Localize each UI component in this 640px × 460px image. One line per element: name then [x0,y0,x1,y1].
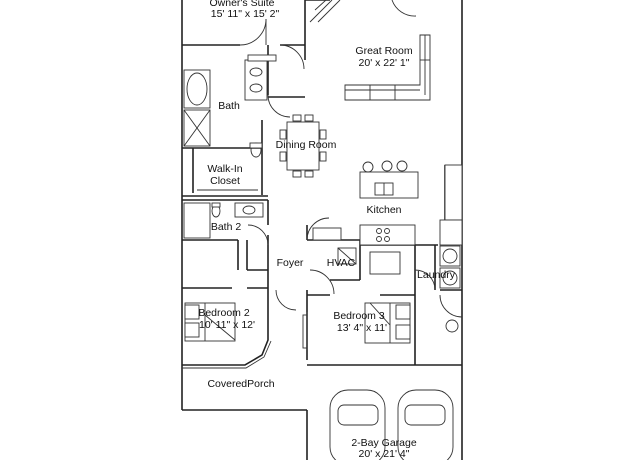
hvac-label: HVAC [327,257,356,269]
kitchen-counter [312,224,416,275]
laundry-machines [439,245,461,333]
bath-2-label: Bath 2 [211,221,242,233]
room-labels: Owner's Suite 15' 11" x 15' 2" Great Roo… [198,0,455,460]
bedroom-2-dims: 10' 11" x 12' [199,319,255,331]
great-room-dims: 20' x 22' 1" [359,57,410,69]
stair-angle [309,0,341,23]
bedroom-3-dims: 13' 4" x 11' [337,322,387,334]
owners-suite-dims: 15' 11" x 15' 2" [211,8,280,20]
bath-fixtures [183,54,277,239]
dining-room-label: Dining Room [276,139,337,151]
kitchen-label: Kitchen [366,204,401,216]
interior-walls [182,0,462,369]
walk-in-closet-label-2: Closet [210,175,240,187]
laundry-label: Laundry [417,269,456,281]
garage-label: 2-Bay Garage [351,437,417,449]
owners-suite-label: Owner's Suite [209,0,274,9]
bedroom-2-label: Bedroom 2 [198,307,250,319]
foyer-label: Foyer [277,257,304,269]
kitchen-island [359,160,463,246]
bath-label: Bath [218,100,240,112]
great-room-label: Great Room [355,45,412,57]
garage-dims: 20' x 21' 4" [359,448,410,460]
walk-in-closet-label-1: Walk-In [207,163,242,175]
garage-cars [329,389,454,460]
sectional-sofa [344,34,431,101]
bed-bedroom-3 [364,302,411,344]
bedroom-3-label: Bedroom 3 [333,310,385,322]
bed-bedroom-2 [184,302,236,342]
doors [239,0,463,350]
covered-porch-label: CoveredPorch [207,378,274,390]
dining-table [279,114,327,178]
